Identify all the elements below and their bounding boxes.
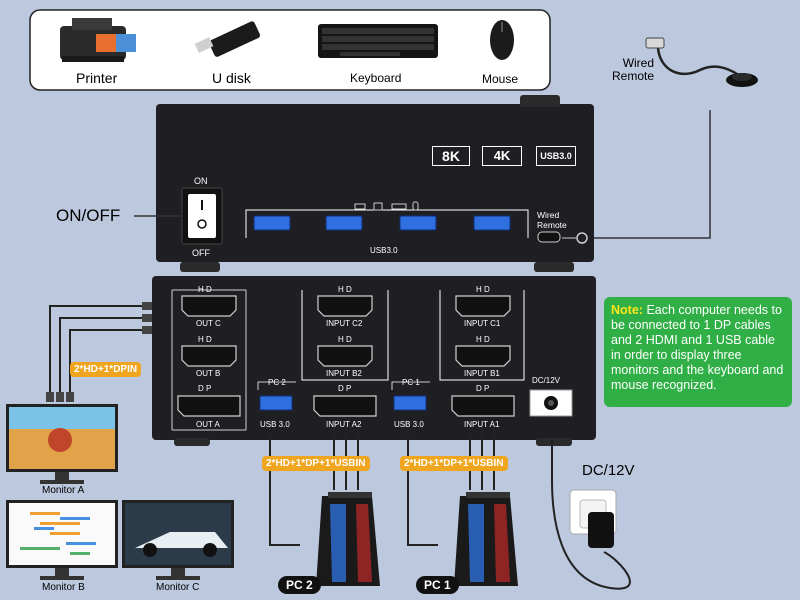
input-b2-label: INPUT B2	[326, 369, 362, 378]
out-b-label: OUT B	[196, 369, 221, 378]
note-prefix: Note:	[611, 303, 643, 317]
monitor-c-label: Monitor C	[156, 582, 200, 593]
dp-label-a1: D P	[476, 384, 490, 393]
monitor-c-image	[122, 500, 234, 580]
input-b1-label: INPUT B1	[464, 369, 500, 378]
dc-label: DC/12V	[582, 462, 635, 479]
dp-label-a: D P	[198, 384, 212, 393]
top-usb-label: USB3.0	[370, 246, 398, 255]
badge-usb30: USB3.0	[536, 146, 576, 166]
on-off-label: ON/OFF	[56, 206, 121, 225]
usb30-label-2: USB 3.0	[260, 420, 290, 429]
mouse-label: Mouse	[482, 72, 519, 86]
monitor-b-image	[6, 500, 118, 580]
back-usb-ports	[259, 395, 427, 411]
wired-remote-port-label: Wired Remote	[537, 210, 567, 230]
printer-label: Printer	[76, 70, 118, 86]
switch-off-label: OFF	[192, 248, 210, 258]
pc1-label: PC 1	[416, 576, 459, 594]
hdmi-ports	[181, 295, 511, 367]
hd-label-c2: H D	[338, 285, 352, 294]
pc2-port-label: PC 2	[268, 378, 286, 387]
pc1-tower	[454, 492, 518, 586]
dp-ports	[177, 395, 515, 417]
input-c2-label: INPUT C2	[326, 319, 363, 328]
badge-4k: 4K	[482, 146, 522, 166]
power-adapter	[569, 489, 617, 548]
out-c-label: OUT C	[196, 319, 221, 328]
input-c1-label: INPUT C1	[464, 319, 501, 328]
input-a1-label: INPUT A1	[464, 420, 500, 429]
mouse-icon	[490, 20, 514, 60]
out-a-label: OUT A	[196, 420, 220, 429]
monitor-a-image	[6, 404, 118, 484]
pc2-input-pill: 2*HD+1*DP+1*USBIN	[262, 456, 370, 471]
monitor-b-label: Monitor B	[42, 582, 85, 593]
udisk-label: U disk	[212, 70, 251, 86]
dc12v-port-label: DC/12V	[532, 376, 561, 385]
monitor-input-pill: 2*HD+1*DPIN	[70, 362, 142, 377]
usb30-label-1: USB 3.0	[394, 420, 424, 429]
printer-icon	[60, 18, 136, 62]
pc1-input-pill: 2*HD+1*DP+1*USBIN	[400, 456, 508, 471]
hd-label-b2: H D	[338, 335, 352, 344]
pc2-label: PC 2	[278, 576, 321, 594]
monitor-a-label: Monitor A	[42, 485, 85, 496]
hd-label-c: H D	[198, 285, 212, 294]
badge-8k: 8K	[432, 146, 470, 166]
pc2-tower	[316, 492, 380, 586]
input-a2-label: INPUT A2	[326, 420, 362, 429]
pc1-port-label: PC 1	[402, 378, 420, 387]
dp-label-a2: D P	[338, 384, 352, 393]
hd-label-b: H D	[198, 335, 212, 344]
keyboard-label: Keyboard	[350, 71, 402, 85]
wired-remote-label: Wired Remote	[612, 56, 655, 83]
power-switch[interactable]	[186, 192, 218, 240]
note-text: Each computer needs to be connected to 1…	[611, 303, 784, 392]
hd-label-b1: H D	[476, 335, 490, 344]
udisk-icon	[194, 21, 261, 57]
keyboard-icon	[318, 24, 438, 58]
switch-on-label: ON	[194, 176, 208, 186]
hd-label-c1: H D	[476, 285, 490, 294]
note-box: Note: Each computer needs to be connecte…	[604, 297, 792, 407]
